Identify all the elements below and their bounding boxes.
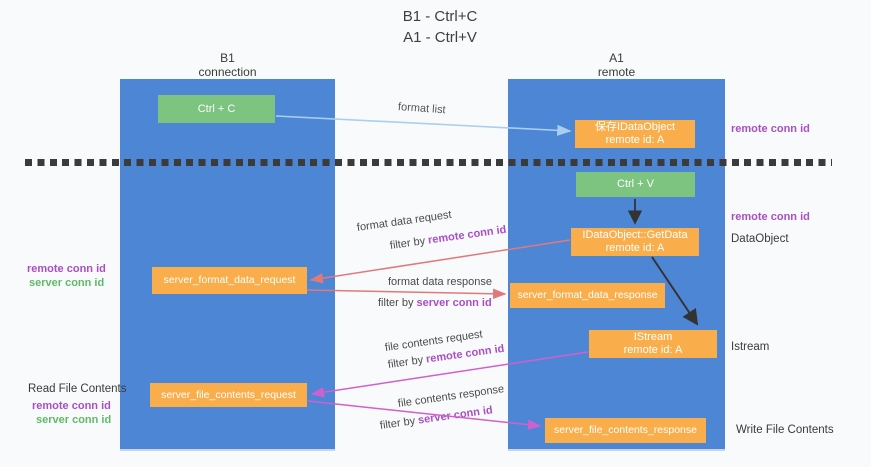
istream-line2: remote id: A [623,344,683,356]
label-remote-conn-id-right: remote conn id [731,211,810,223]
node-server-file-contents-response: server_file_contents_response [545,418,706,443]
filter-by-text: filter by [387,353,427,371]
lane-header-a1: A1 remote [508,51,725,79]
node-ctrl-v: Ctrl + V [576,172,695,197]
node-save-idataobject: 保存IDataObject remote id: A [575,120,695,148]
label-filter-by-server-conn-id-1: filter by server conn id [378,297,492,309]
arrow-format-data-response [306,288,507,300]
phase-separator-dashed-line [25,159,832,166]
lane-b1-role: connection [198,65,257,79]
label-filter-by-server-conn-id-2: filter by server conn id [379,404,493,432]
label-read-file-contents: Read File Contents [28,383,127,395]
label-filter-by-remote-conn-id-1: filter by remote conn id [389,224,507,252]
node-idataobject-getdata: IDataObject::GetData remote id: A [571,228,699,256]
label-dataobject: DataObject [731,233,789,245]
server-file-contents-response-label: server_file_contents_response [553,424,697,436]
diagram-title: B1 - Ctrl+C A1 - Ctrl+V [300,6,580,48]
server-format-data-request-label: server_format_data_request [163,274,296,286]
istream-line1: IStream [633,331,673,343]
lane-b1-name: B1 [220,51,235,65]
ctrl-c-label: Ctrl + C [197,102,236,115]
remote-conn-id-text: remote conn id [427,223,508,247]
label-write-file-contents: Write File Contents [736,424,834,436]
node-istream: IStream remote id: A [589,330,717,358]
save-idataobject-line2: remote id: A [605,134,665,146]
ctrl-v-label: Ctrl + V [617,178,654,190]
server-conn-id-text: server conn id [416,297,492,309]
title-line-1: B1 - Ctrl+C [402,8,478,25]
label-format-data-request: format data request [356,208,453,234]
label-format-list: format list [397,101,446,117]
lane-a1-name: A1 [609,51,624,65]
filter-by-text: filter by [389,234,429,252]
label-server-conn-id-left-1: server conn id [29,277,105,289]
label-server-conn-id-left-2: server conn id [36,414,112,426]
filter-by-text: filter by [378,297,417,309]
lane-a1-role: remote [597,65,636,79]
getdata-line2: remote id: A [605,242,665,254]
title-line-2: A1 - Ctrl+V [403,29,477,46]
lane-header-b1: B1 connection [120,51,335,79]
node-server-format-data-response: server_format_data_response [510,283,665,308]
server-conn-id-text: server conn id [417,404,494,427]
getdata-line1: IDataObject::GetData [582,229,688,241]
label-remote-conn-id-top-right: remote conn id [731,123,810,135]
node-server-file-contents-request: server_file_contents_request [150,383,307,407]
node-server-format-data-request: server_format_data_request [152,267,307,294]
label-remote-conn-id-left-1: remote conn id [27,263,106,275]
node-ctrl-c: Ctrl + C [158,95,275,123]
label-format-data-response: format data response [388,276,492,288]
server-file-contents-request-label: server_file_contents_request [161,388,296,401]
save-idataobject-line1: 保存IDataObject [594,121,676,133]
server-format-data-response-label: server_format_data_response [517,289,658,301]
label-istream: Istream [731,341,770,353]
filter-by-text: filter by [379,414,419,432]
label-remote-conn-id-left-2: remote conn id [32,400,111,412]
